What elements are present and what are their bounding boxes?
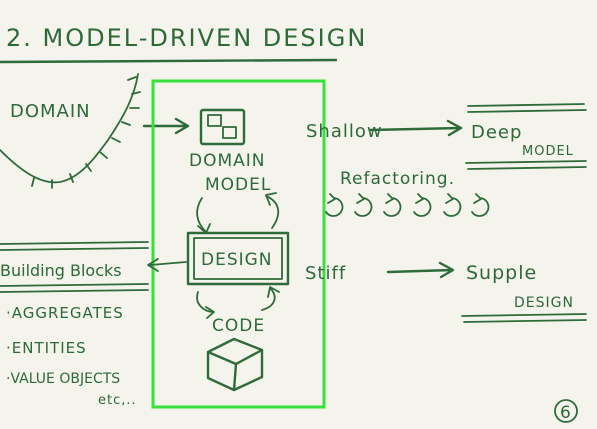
design-box-outer (186, 231, 290, 286)
model-icon-square-b (222, 126, 237, 139)
domain-arrow (142, 117, 190, 135)
heading-underline (0, 58, 338, 64)
cube-icon (206, 337, 264, 392)
deep-underline (465, 160, 587, 170)
deep-model-label: MODEL (522, 144, 574, 159)
refactoring-label: Refactoring. (340, 169, 455, 189)
list-item-aggregates: ·AGGREGATES (6, 304, 124, 322)
domain-model-line1: DOMAIN (189, 151, 266, 171)
domain-label: DOMAIN (10, 101, 91, 122)
shallow-to-deep-arrow (368, 119, 463, 137)
design-label: DESIGN (201, 250, 273, 270)
arrow-design-to-model (265, 192, 280, 229)
domain-cloud-hatching (31, 76, 141, 189)
page-number: 6 (560, 403, 571, 423)
refactoring-loop-2 (354, 193, 373, 217)
stiff-label: Stiff (305, 263, 346, 284)
etc-label: etc,.. (98, 393, 137, 408)
list-item-entities: ·ENTITIES (6, 339, 87, 357)
building-blocks-underline (0, 283, 149, 293)
supple-label: Supple (466, 262, 537, 284)
model-icon-square-a (207, 114, 222, 127)
design-to-building-blocks-arrow (147, 258, 187, 272)
refactoring-loop-1 (325, 193, 344, 217)
building-blocks-overline (0, 241, 149, 251)
refactoring-loop-3 (383, 193, 402, 217)
supple-design-label: DESIGN (514, 295, 574, 311)
heading: 2. MODEL-DRIVEN DESIGN (6, 24, 367, 52)
deep-label: Deep (471, 122, 522, 143)
refactoring-loop-6 (471, 193, 490, 217)
arrow-design-to-code (196, 291, 215, 319)
highlight-frame (151, 79, 326, 409)
deep-overline (467, 103, 587, 113)
code-label: CODE (212, 316, 265, 336)
list-item-value-objects: ·VALUE OBJECTS (6, 371, 120, 387)
design-box-inner (193, 237, 283, 280)
building-blocks-label: Building Blocks (0, 261, 122, 280)
domain-model-line2: MODEL (205, 175, 271, 195)
shallow-label: Shallow (306, 121, 383, 142)
refactoring-loops (325, 193, 490, 217)
stiff-to-supple-arrow (386, 261, 455, 279)
model-icon-frame (199, 108, 246, 146)
supple-underline (461, 313, 587, 323)
page-number-circle (554, 399, 578, 423)
refactoring-loop-4 (413, 193, 432, 217)
arrow-code-to-design (261, 286, 280, 311)
refactoring-loop-5 (443, 193, 462, 217)
